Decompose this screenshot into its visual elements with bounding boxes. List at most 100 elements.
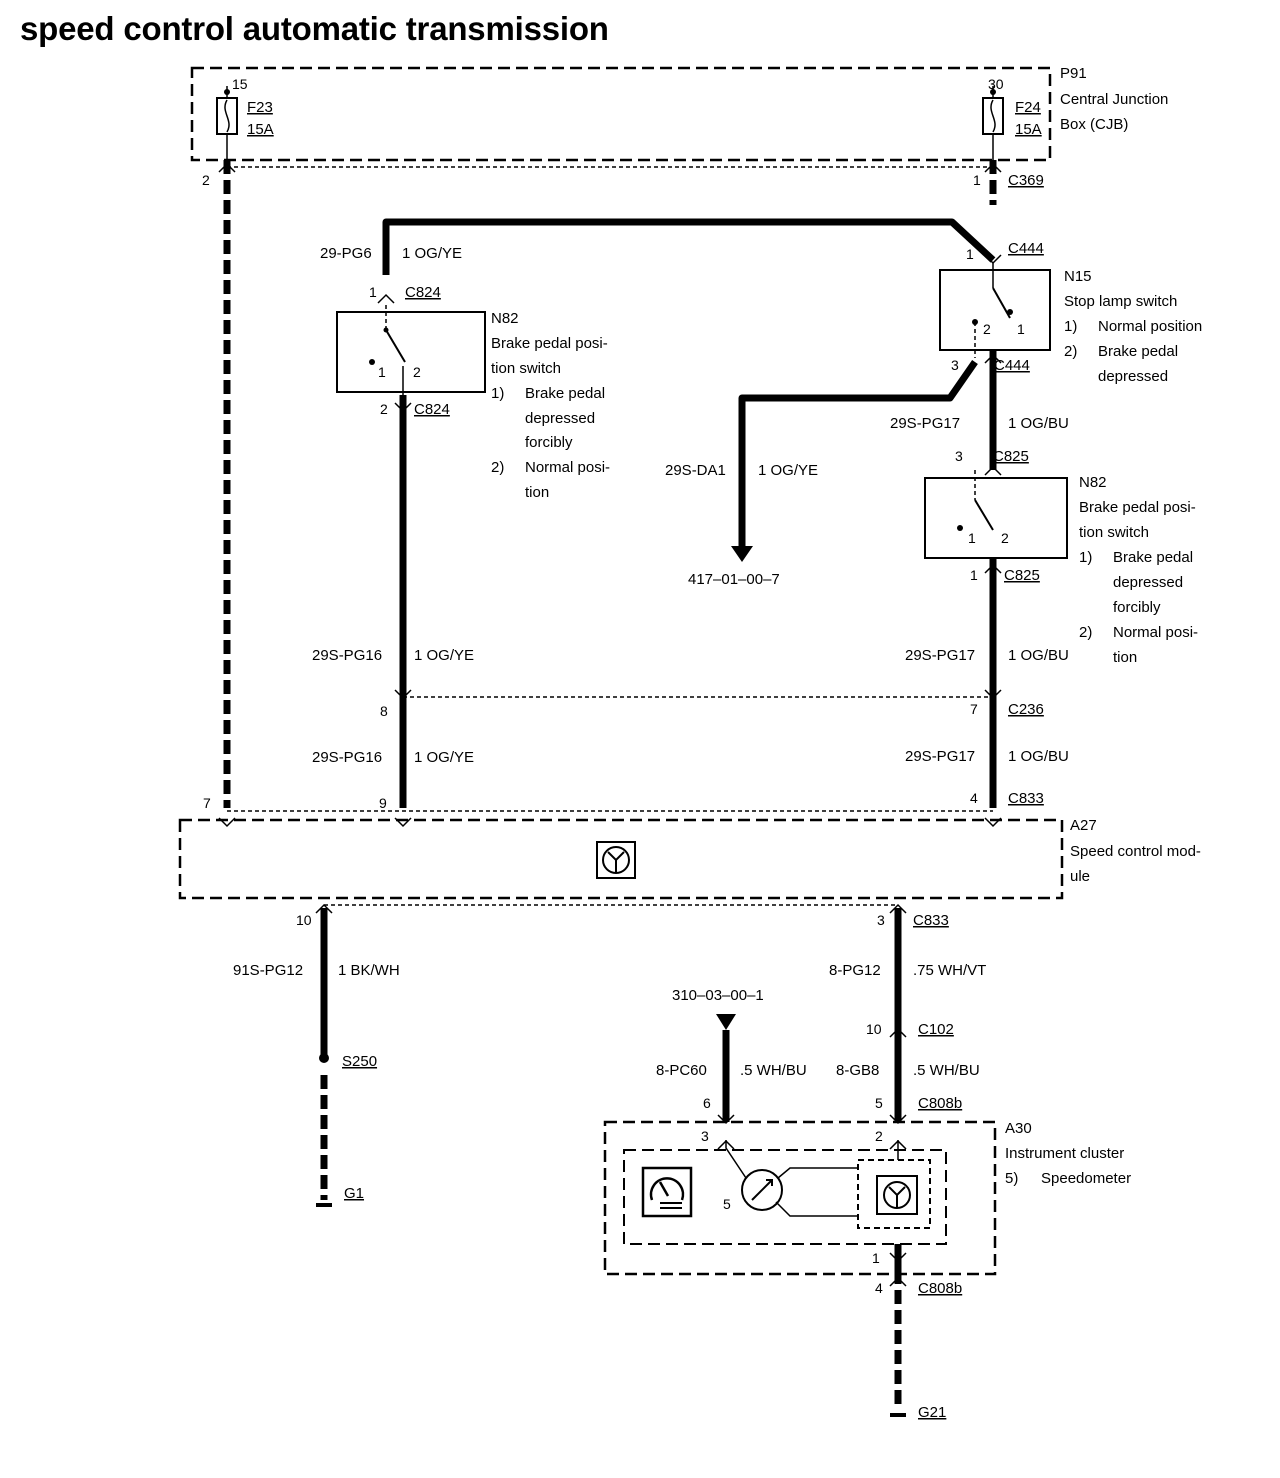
wire-91s-pg12-circuit: 91S-PG12	[233, 962, 303, 979]
fuse-f23-name: F23	[247, 99, 273, 116]
pin-10: 10	[296, 912, 312, 928]
n82-right-item1-num: 1)	[1079, 549, 1092, 566]
n82-right-item2-a: Normal posi-	[1113, 624, 1198, 641]
ground-g1: G1	[344, 1185, 364, 1202]
n82-left-item2-b: tion	[525, 484, 549, 501]
connector-c808b-bottom: C808b	[918, 1280, 962, 1297]
instrument-cluster-inner-box	[623, 1149, 947, 1245]
wire-29s-pg17-b-gauge: 1 OG/BU	[1008, 647, 1069, 664]
pin-9: 9	[379, 795, 387, 811]
pin-2-c824: 2	[380, 401, 388, 417]
n15-name: Stop lamp switch	[1064, 293, 1177, 310]
speedometer-icon	[725, 1140, 899, 1217]
pin-1-a30: 1	[872, 1250, 880, 1266]
wire-29s-pg17-c-gauge: 1 OG/BU	[1008, 748, 1069, 765]
pin-7-a27: 7	[203, 795, 211, 811]
ref-310-03-00-1: 310–03–00–1	[672, 987, 764, 1004]
pin-sw2-1: 1	[1017, 321, 1025, 337]
connector-c444-top: C444	[1008, 240, 1044, 257]
wire-29s-pg16-b-gauge: 1 OG/YE	[414, 749, 474, 766]
pin-3-a30: 3	[701, 1128, 709, 1144]
wire-8-pc60-gauge: .5 WH/BU	[740, 1062, 807, 1079]
connector-c808b-top: C808b	[918, 1095, 962, 1112]
wire-29-pg6-gauge: 1 OG/YE	[402, 245, 462, 262]
wire-29s-pg17-b-circuit: 29S-PG17	[905, 647, 975, 664]
fuse-f23-icon	[216, 86, 238, 160]
wire-29s-da1-circuit: 29S-DA1	[665, 462, 726, 479]
connector-c102: C102	[918, 1021, 954, 1038]
n82-left-item1-a: Brake pedal	[525, 385, 605, 402]
fuse-f24-circuit: 30	[988, 76, 1004, 92]
gauge-icon	[641, 1166, 693, 1218]
splice-s250: S250	[342, 1053, 377, 1070]
n82-left-item1-c: forcibly	[525, 434, 573, 451]
connector-chevrons	[218, 162, 1002, 1287]
a30-name: Instrument cluster	[1005, 1145, 1124, 1162]
pin-4-c808b: 4	[875, 1280, 883, 1296]
wire-29s-pg16-a-circuit: 29S-PG16	[312, 647, 382, 664]
connector-c824-top: C824	[405, 284, 441, 301]
n82-left-switch	[336, 305, 486, 395]
wire-29s-pg17-a-circuit: 29S-PG17	[890, 415, 960, 432]
n82-left-item2-num: 2)	[491, 459, 504, 476]
connector-c825-top: C825	[993, 448, 1029, 465]
splice-s250-icon	[319, 1053, 329, 1063]
speed-control-module-icon	[596, 841, 636, 879]
a27-name-b: ule	[1070, 868, 1090, 885]
ground-g21: G21	[918, 1404, 946, 1421]
n82-right-item1-a: Brake pedal	[1113, 549, 1193, 566]
pin-2: 2	[202, 172, 210, 188]
n82-left-name-a: Brake pedal posi-	[491, 335, 608, 352]
wire-29s-pg16-b-circuit: 29S-PG16	[312, 749, 382, 766]
wire-29s-da1	[738, 360, 978, 548]
fuse-f24-icon	[982, 86, 1004, 160]
n82-right-name-b: tion switch	[1079, 524, 1149, 541]
cjb-id: P91	[1060, 65, 1087, 82]
wire-8-pc60-circuit: 8-PC60	[656, 1062, 707, 1079]
speed-control-module-box	[178, 818, 1064, 900]
diagram-title: speed control automatic transmission	[20, 10, 609, 47]
wire-8-gb8-circuit: 8-GB8	[836, 1062, 879, 1079]
n82-right-item1-b: depressed	[1113, 574, 1183, 591]
connector-c236: C236	[1008, 701, 1044, 718]
n15-item1: Normal position	[1098, 318, 1202, 335]
n82-left-item1-b: depressed	[525, 410, 595, 427]
n15-switch	[939, 262, 1051, 358]
n15-item2-num: 2)	[1064, 343, 1077, 360]
pin-1-c825: 1	[970, 567, 978, 583]
n15-item2-a: Brake pedal	[1098, 343, 1178, 360]
pin-4: 4	[970, 790, 978, 806]
wire-91s-pg12-gauge: 1 BK/WH	[338, 962, 400, 979]
arrow-417	[731, 546, 753, 562]
ref-417-01-00-7: 417–01–00–7	[688, 571, 780, 588]
n82-left-item2-a: Normal posi-	[525, 459, 610, 476]
wire-29-pg6	[382, 218, 996, 275]
pin-8: 8	[380, 703, 388, 719]
cjb-line1: Central Junction	[1060, 91, 1168, 108]
pin-sw2-2: 2	[983, 321, 991, 337]
connector-c444-bottom: C444	[994, 357, 1030, 374]
pin-sw1-2: 2	[413, 364, 421, 380]
pin-3-c833: 3	[877, 912, 885, 928]
n82-right-item2-num: 2)	[1079, 624, 1092, 641]
n82-left-name-b: tion switch	[491, 360, 561, 377]
connector-c833-bottom: C833	[913, 912, 949, 929]
wire-29-pg6-circuit: 29-PG6	[320, 245, 372, 262]
fuse-f23-circuit: 15	[232, 76, 248, 92]
wire-8-gb8-gauge: .5 WH/BU	[913, 1062, 980, 1079]
pin-7-c236: 7	[970, 701, 978, 717]
pin-1-c369: 1	[973, 172, 981, 188]
pin-1-c444: 1	[966, 246, 974, 262]
wire-29s-da1-gauge: 1 OG/YE	[758, 462, 818, 479]
pin-sw1-1: 1	[378, 364, 386, 380]
a30-item-num: 5)	[1005, 1170, 1018, 1187]
pin-sw3-1: 1	[968, 530, 976, 546]
speed-sensor-icon	[857, 1159, 931, 1229]
pin-5: 5	[875, 1095, 883, 1111]
fuse-f24-name: F24	[1015, 99, 1041, 116]
n82-right-switch	[924, 470, 1068, 559]
a27-name-a: Speed control mod-	[1070, 843, 1201, 860]
n82-right-item2-b: tion	[1113, 649, 1137, 666]
n82-right-item1-c: forcibly	[1113, 599, 1161, 616]
